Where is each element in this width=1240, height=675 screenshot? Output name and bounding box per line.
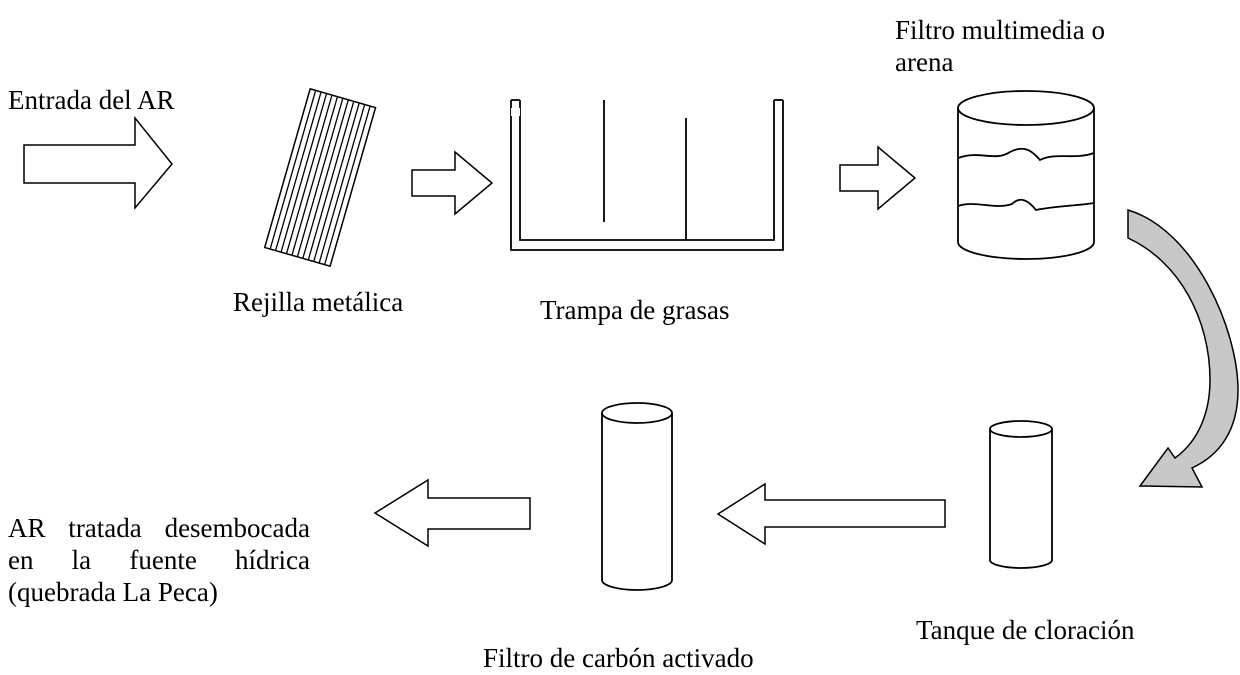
label-trampa: Trampa de grasas: [540, 295, 730, 325]
rejilla-bar: [296, 98, 344, 258]
rejilla-metalica: [263, 87, 377, 268]
arrow-to-trampa: [411, 150, 494, 216]
rejilla-bar: [313, 102, 360, 262]
label-salida-line-2: en la fuente hídrica: [8, 545, 310, 575]
rejilla-bar: [274, 91, 322, 251]
rejilla-bar: [318, 104, 366, 264]
filtro-multimedia-cylinder: [957, 90, 1095, 260]
rejilla-bar: [302, 99, 349, 259]
curved-arrow: [1127, 208, 1239, 488]
label-filtro-multimedia: Filtro multimedia o arena: [895, 14, 1165, 78]
arrow-to-filtro-multimedia: [839, 145, 917, 211]
label-entrada: Entrada del AR: [8, 85, 175, 115]
rejilla-bar: [307, 101, 355, 261]
rejilla-bar: [291, 96, 339, 256]
arrow-entrada: [23, 115, 173, 211]
rejilla-bar: [324, 105, 371, 265]
filtro-carbon-cylinder: [601, 402, 673, 591]
arrow-to-filtro-carbon: [716, 482, 946, 546]
label-salida: AR tratada desembocada en la fuente hídr…: [8, 512, 310, 608]
rejilla-bar: [280, 93, 328, 253]
label-carbon: Filtro de carbón activado: [483, 643, 754, 673]
arrow-salida: [373, 478, 531, 548]
label-salida-line-3: (quebrada La Peca): [8, 577, 218, 607]
rejilla-bar: [285, 94, 333, 254]
label-salida-line-1: AR tratada desembocada: [8, 513, 310, 543]
label-tanque: Tanque de cloración: [916, 615, 1135, 645]
trampa-de-grasas: [510, 99, 784, 251]
rejilla-bar: [269, 90, 317, 250]
tanque-cloracion-cylinder: [989, 420, 1053, 569]
label-filtro-multimedia-line-1: Filtro multimedia o: [895, 15, 1105, 45]
label-rejilla: Rejilla metálica: [233, 287, 404, 317]
label-filtro-multimedia-line-2: arena: [895, 47, 954, 77]
